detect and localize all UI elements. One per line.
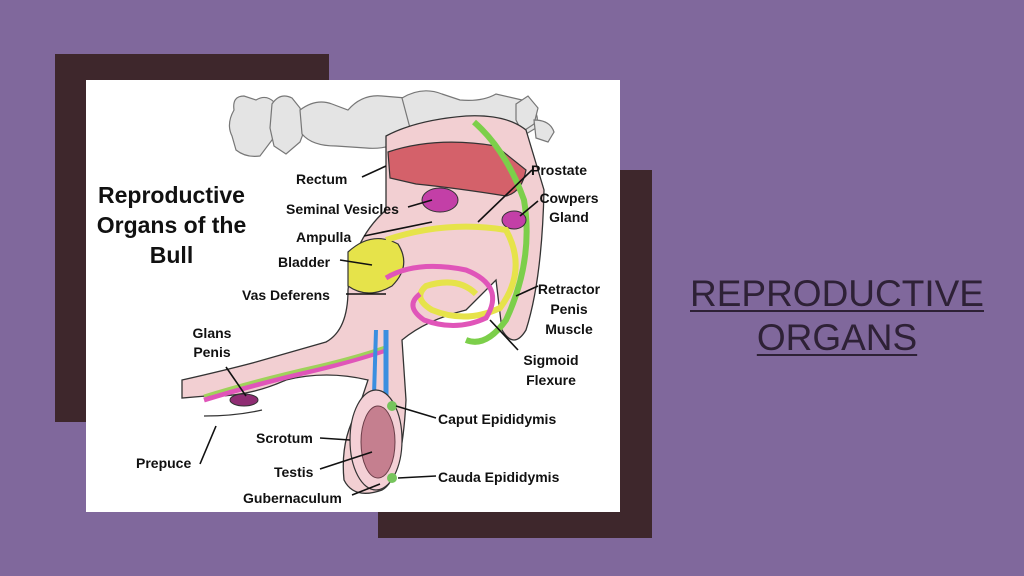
body-outline (181, 115, 545, 494)
label-cauda-epididymis: Cauda Epididymis (438, 469, 560, 485)
slide-title-line1: REPRODUCTIVE (690, 273, 984, 314)
label-prostate: Prostate (531, 162, 588, 178)
anatomy-diagram: Reproductive Organs of the Bull Rectum S… (86, 80, 620, 512)
label-gubernaculum: Gubernaculum (243, 490, 342, 506)
label-retractor-penis-muscle-line3: Muscle (545, 321, 593, 337)
sigmoid-flexure-shape (384, 263, 496, 329)
label-scrotum: Scrotum (256, 430, 313, 446)
label-glans-penis-line1: Glans (192, 325, 232, 341)
slide-title-line2: ORGANS (756, 317, 918, 358)
slide-title: REPRODUCTIVE ORGANS (664, 272, 1010, 360)
diagram-title: Reproductive Organs of the Bull (96, 182, 247, 268)
label-caput-epididymis: Caput Epididymis (438, 411, 557, 427)
label-vas-deferens: Vas Deferens (242, 287, 330, 303)
label-ampulla: Ampulla (296, 229, 352, 245)
label-cowpers-gland-line1: Cowpers (539, 190, 599, 206)
retractor-penis-muscle-shape (464, 119, 530, 345)
caput-epididymis-shape (387, 401, 397, 411)
bull-anatomy-illustration (181, 90, 555, 496)
label-rectum: Rectum (296, 171, 348, 187)
label-sigmoid-flexure-line2: Flexure (526, 372, 576, 388)
cauda-epididymis-shape (387, 473, 397, 483)
label-glans-penis-line2: Penis (193, 344, 231, 360)
testis-shape (360, 405, 396, 479)
label-sigmoid-flexure-line1: Sigmoid (523, 352, 579, 368)
penis-shaft-shape (203, 347, 387, 403)
label-seminal-vesicles: Seminal Vesicles (286, 201, 399, 217)
label-retractor-penis-muscle-line2: Penis (550, 301, 588, 317)
seminal-vesicles-shape (421, 187, 459, 213)
label-testis: Testis (274, 464, 314, 480)
label-bladder: Bladder (278, 254, 331, 270)
glans-penis-shape (229, 393, 259, 407)
leader-lines (199, 165, 539, 496)
label-cowpers-gland-line2: Gland (549, 209, 589, 225)
prepuce-shape (203, 409, 263, 417)
label-prepuce: Prepuce (136, 455, 192, 471)
label-retractor-penis-muscle-line1: Retractor (537, 281, 601, 297)
